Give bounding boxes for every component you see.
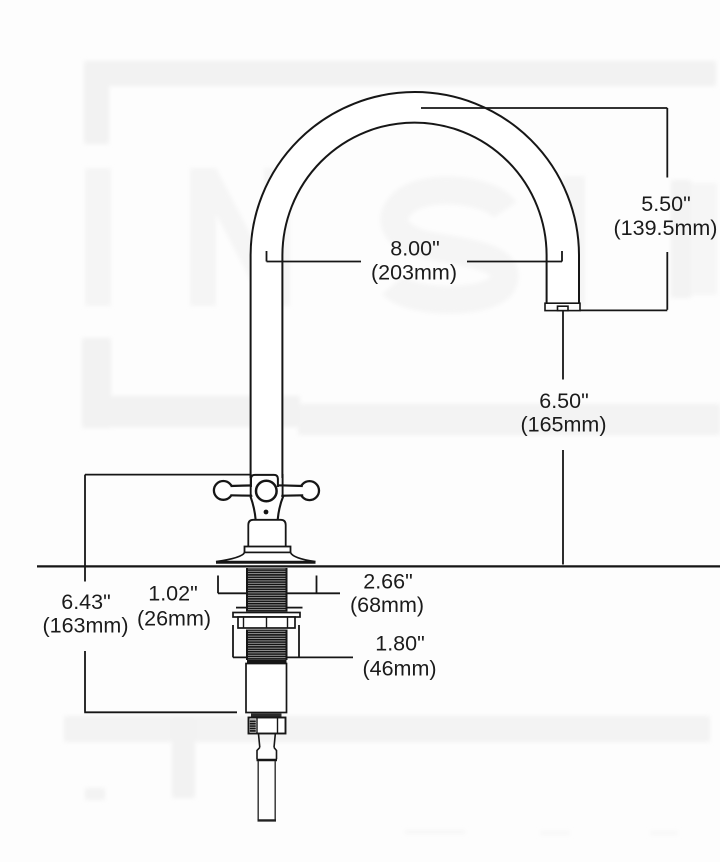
svg-text:1.80": 1.80" (375, 632, 424, 656)
svg-text:6.50": 6.50" (539, 389, 588, 413)
svg-text:(203mm): (203mm) (371, 261, 457, 285)
svg-text:2.66": 2.66" (363, 570, 412, 594)
svg-text:5.50": 5.50" (641, 192, 690, 216)
svg-text:(165mm): (165mm) (520, 413, 606, 437)
svg-text:(163mm): (163mm) (42, 614, 128, 638)
svg-text:(26mm): (26mm) (137, 607, 211, 631)
svg-text:1.02": 1.02" (148, 582, 197, 606)
svg-text:8.00": 8.00" (390, 237, 439, 261)
svg-text:6.43": 6.43" (61, 590, 110, 614)
svg-text:(139.5mm): (139.5mm) (614, 216, 718, 240)
svg-text:(46mm): (46mm) (362, 657, 436, 681)
svg-text:(68mm): (68mm) (350, 593, 424, 617)
